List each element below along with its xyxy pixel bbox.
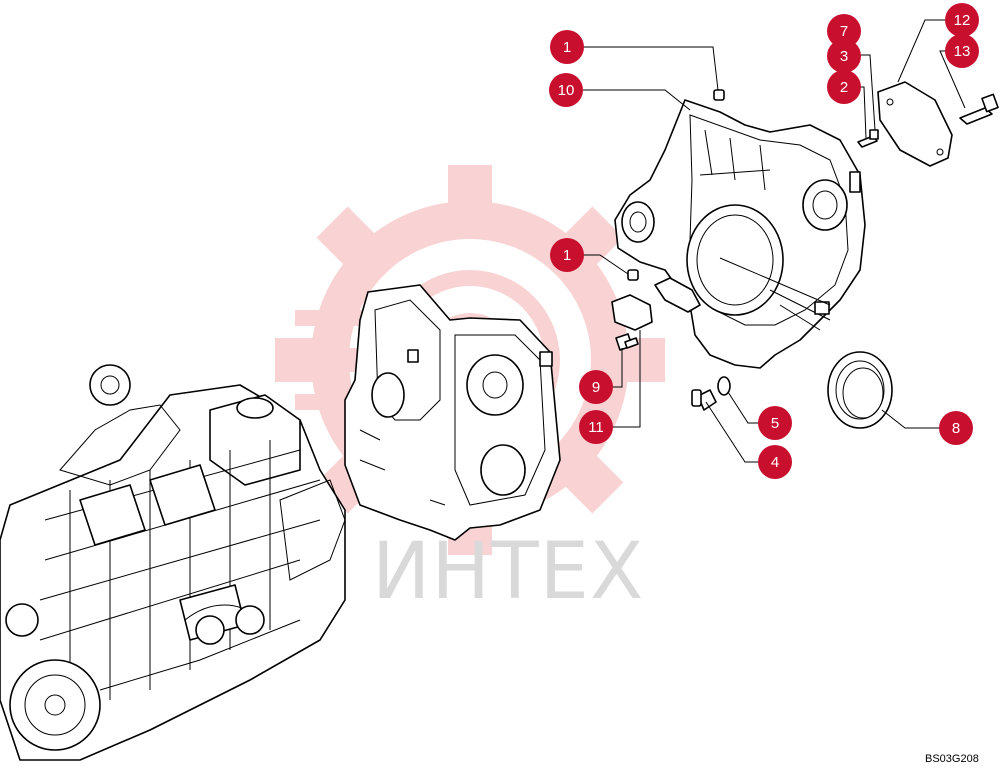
callout-c10: 10 <box>549 73 583 107</box>
callout-number: 9 <box>592 379 600 396</box>
callout-balloon <box>827 14 861 48</box>
callout-c2: 2 <box>827 70 861 104</box>
callout-balloon <box>550 30 584 64</box>
callout-number: 13 <box>954 43 971 60</box>
gasket <box>654 277 701 313</box>
callout-number: 1 <box>563 39 571 56</box>
callout-number: 7 <box>840 23 848 40</box>
flywheel-housing <box>614 99 866 369</box>
callout-balloon <box>579 370 613 404</box>
rear-crankshaft-seal <box>827 351 893 429</box>
callout-balloon <box>758 445 792 479</box>
callout-c13: 13 <box>945 34 979 68</box>
callout-number: 2 <box>840 79 848 96</box>
callout-c5: 5 <box>758 406 792 440</box>
callout-c12: 12 <box>945 3 979 37</box>
callout-number: 4 <box>771 454 779 471</box>
drain-plug-4 <box>691 389 717 411</box>
callout-balloon <box>827 39 861 73</box>
callout-number: 12 <box>954 12 971 29</box>
callout-number: 1 <box>563 247 571 264</box>
bolt-9 <box>615 333 639 351</box>
sealing-washer-5 <box>717 376 731 396</box>
callout-balloon <box>945 3 979 37</box>
bolt-2 <box>857 129 879 148</box>
callout-group: 1 10 7 3 2 12 13 1 9 11 5 4 8 <box>549 3 979 479</box>
callout-number: 3 <box>840 48 848 65</box>
callout-number: 5 <box>771 415 779 432</box>
callout-c3: 3 <box>827 39 861 73</box>
callout-balloon <box>939 411 973 445</box>
engine-assembly-illustration <box>0 364 346 761</box>
small-cover-11 <box>611 294 653 331</box>
callout-c7: 7 <box>827 14 861 48</box>
callout-c11: 11 <box>579 410 613 444</box>
drawing-code: BS03G208 <box>925 753 979 765</box>
callout-c8: 8 <box>939 411 973 445</box>
plug-1-lower <box>627 269 639 281</box>
cover-plate <box>877 81 953 167</box>
timing-gear-housing <box>344 284 561 541</box>
callout-balloon <box>945 34 979 68</box>
callout-number: 8 <box>952 420 960 437</box>
callout-balloon <box>549 73 583 107</box>
callout-balloon <box>827 70 861 104</box>
callout-c4: 4 <box>758 445 792 479</box>
callout-number: 11 <box>588 419 604 436</box>
callout-balloon <box>758 406 792 440</box>
callout-balloon <box>550 238 584 272</box>
bolt-13 <box>959 93 999 125</box>
callout-c9: 9 <box>579 370 613 404</box>
callout-balloon <box>579 410 613 444</box>
callout-number: 10 <box>558 82 575 99</box>
plug-1-upper <box>713 89 725 101</box>
callout-c1a: 1 <box>550 30 584 64</box>
callout-c1b: 1 <box>550 238 584 272</box>
watermark-text: ИНТЕХ <box>372 527 644 617</box>
